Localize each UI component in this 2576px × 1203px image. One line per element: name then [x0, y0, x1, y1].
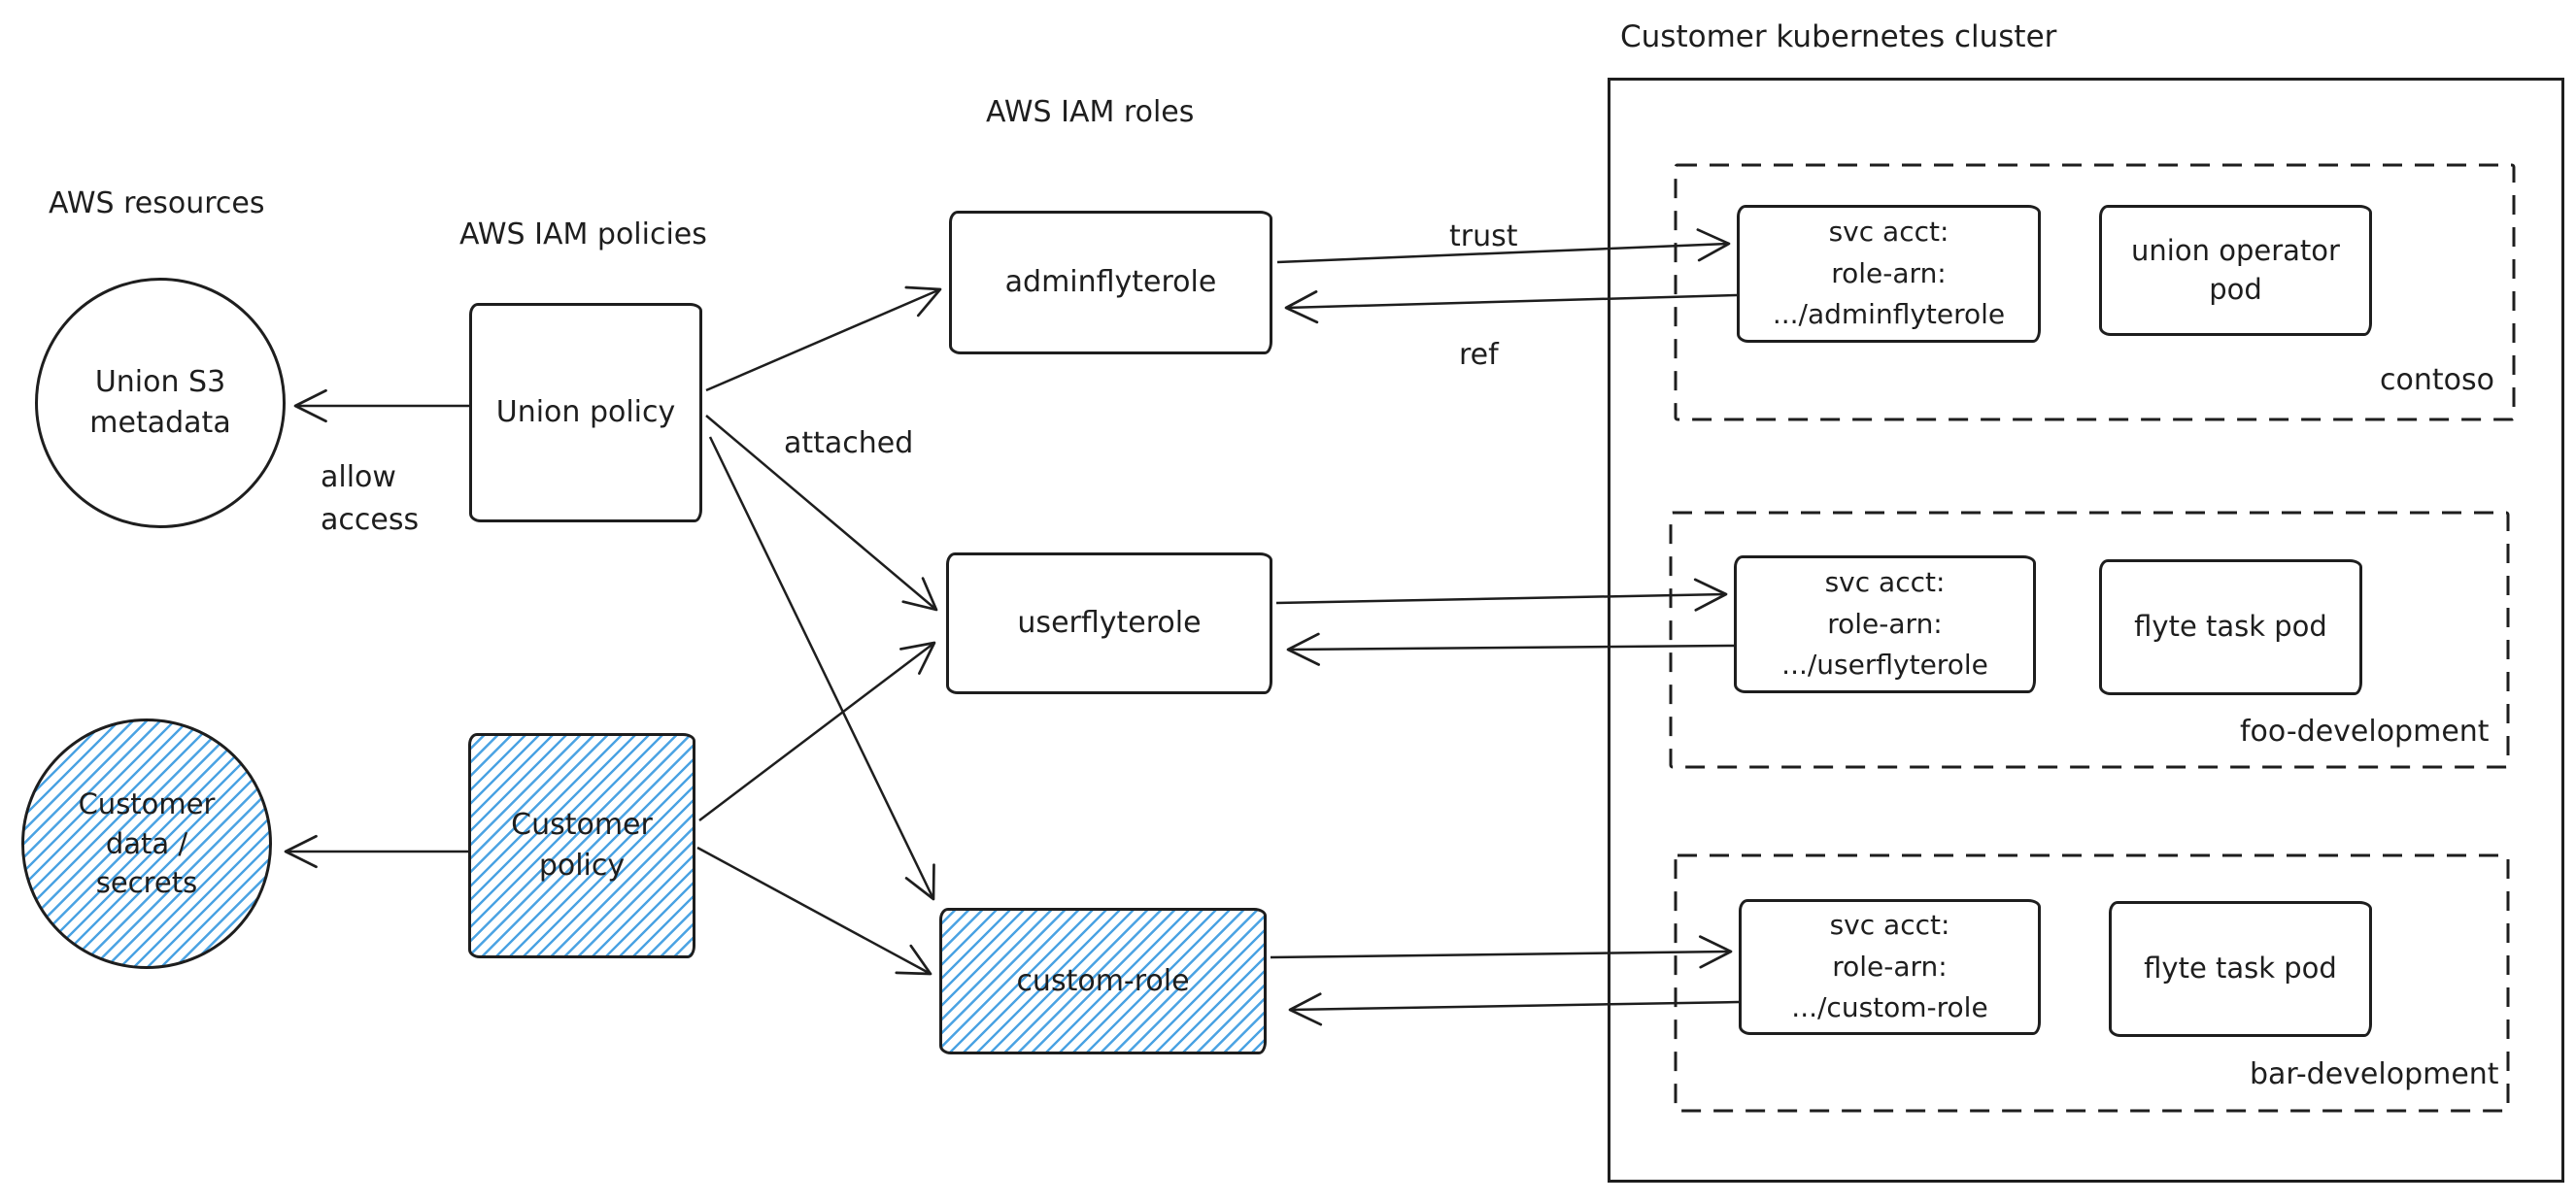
svc-acct-2-line1: svc acct: — [1824, 566, 1946, 599]
arrow-customer-policy-to-userflyterole — [698, 641, 936, 821]
svc-acct-1-line1: svc acct: — [1828, 216, 1949, 249]
svc-acct-userflyterole-node: svc acct: role-arn: .../userflyterole — [1734, 555, 2036, 693]
customer-data-secrets-node: Customer data / secrets — [21, 718, 272, 969]
cluster-title: Customer kubernetes cluster — [1620, 19, 2057, 54]
allow-access-label: allow access — [321, 456, 419, 541]
kubernetes-cluster-box — [1608, 78, 2564, 1183]
svc-acct-1-line2: role-arn: — [1831, 256, 1947, 289]
svc-acct-3-line3: .../custom-role — [1791, 991, 1988, 1024]
svc-acct-2-line2: role-arn: — [1827, 607, 1943, 640]
ref-label: ref — [1459, 338, 1499, 372]
adminflyterole-text: adminflyterole — [1004, 265, 1217, 299]
union-s3-metadata-text: Union S3 metadata — [89, 362, 230, 444]
union-s3-line2: metadata — [89, 406, 231, 440]
svc-acct-adminflyterole-node: svc acct: role-arn: .../adminflyterole — [1737, 205, 2041, 343]
arrow-customer-policy-to-custom-role — [696, 846, 932, 976]
flyte-task-pod-foo-text: flyte task pod — [2134, 610, 2327, 644]
union-s3-metadata-node: Union S3 metadata — [35, 278, 286, 528]
customer-data-secrets-text: Customer data / secrets — [79, 785, 216, 903]
svc-acct-3-line2: role-arn: — [1832, 950, 1948, 983]
customer-policy-line2: policy — [538, 849, 626, 883]
allow-access-line1: allow — [321, 460, 396, 494]
svc-acct-custom-role-text: svc acct: role-arn: .../custom-role — [1791, 905, 1987, 1029]
aws-iam-policies-label: AWS IAM policies — [459, 217, 707, 251]
flyte-task-pod-bar-node: flyte task pod — [2109, 901, 2372, 1037]
union-operator-pod-node: union operator pod — [2099, 205, 2372, 336]
userflyterole-node: userflyterole — [946, 552, 1272, 694]
trust-label: trust — [1449, 219, 1518, 253]
arrow-union-policy-to-custom-role — [708, 436, 935, 901]
union-operator-pod-text: union operator pod — [2131, 234, 2340, 306]
union-s3-line1: Union S3 — [94, 365, 226, 399]
namespace-foo-development-label: foo-development — [2240, 715, 2490, 749]
svc-acct-custom-role-node: svc acct: role-arn: .../custom-role — [1739, 899, 2041, 1035]
customer-data-line2: data / — [105, 826, 188, 860]
customer-data-line1: Customer — [78, 787, 216, 821]
union-policy-node: Union policy — [469, 303, 702, 522]
svc-acct-adminflyterole-text: svc acct: role-arn: .../adminflyterole — [1773, 212, 2005, 336]
userflyterole-text: userflyterole — [1017, 606, 1202, 640]
customer-policy-line1: Customer — [511, 808, 653, 842]
aws-iam-roles-label: AWS IAM roles — [986, 95, 1195, 129]
arrow-union-policy-to-adminflyterole — [705, 285, 942, 392]
namespace-bar-development-label: bar-development — [2250, 1057, 2499, 1091]
custom-role-text: custom-role — [1016, 963, 1190, 998]
customer-policy-node: Customer policy — [468, 733, 695, 958]
svc-acct-3-line1: svc acct: — [1829, 909, 1950, 942]
namespace-contoso-label: contoso — [2380, 363, 2494, 397]
flyte-task-pod-bar-text: flyte task pod — [2144, 952, 2337, 986]
adminflyterole-node: adminflyterole — [949, 211, 1272, 354]
customer-policy-text: Customer policy — [511, 805, 653, 886]
custom-role-node: custom-role — [939, 908, 1267, 1054]
aws-resources-label: AWS resources — [49, 186, 265, 220]
flyte-task-pod-foo-node: flyte task pod — [2099, 559, 2362, 695]
attached-label: attached — [784, 426, 914, 460]
svc-acct-1-line3: .../adminflyterole — [1772, 298, 2006, 331]
customer-data-line3: secrets — [95, 866, 198, 900]
union-policy-text: Union policy — [495, 395, 676, 429]
svc-acct-userflyterole-text: svc acct: role-arn: .../userflyterole — [1781, 562, 1988, 686]
allow-access-line2: access — [321, 502, 420, 537]
svc-acct-2-line3: .../userflyterole — [1781, 649, 1988, 682]
